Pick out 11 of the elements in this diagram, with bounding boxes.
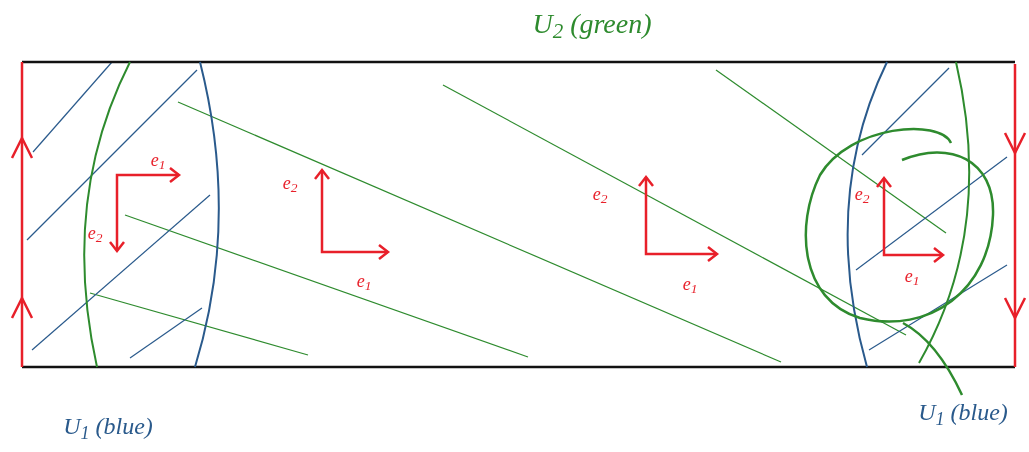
vector-label: e$_{1}$ — [904, 267, 920, 285]
vector-label: e$_{2}$ — [854, 185, 870, 203]
set-label: U$_{1}$ (blue) — [918, 400, 1008, 424]
vector-label: e$_{1}$ — [682, 275, 698, 293]
vector-label: e$_{2}$ — [592, 185, 608, 203]
vector-label: e$_{1}$ — [356, 272, 372, 290]
set-label: U$_{1}$ (blue) — [63, 414, 153, 438]
vector-label: e$_{1}$ — [150, 151, 166, 169]
vector-label: e$_{2}$ — [87, 224, 103, 242]
set-label: U$_{2}$ (green) — [532, 10, 652, 38]
vector-label: e$_{2}$ — [282, 174, 298, 192]
